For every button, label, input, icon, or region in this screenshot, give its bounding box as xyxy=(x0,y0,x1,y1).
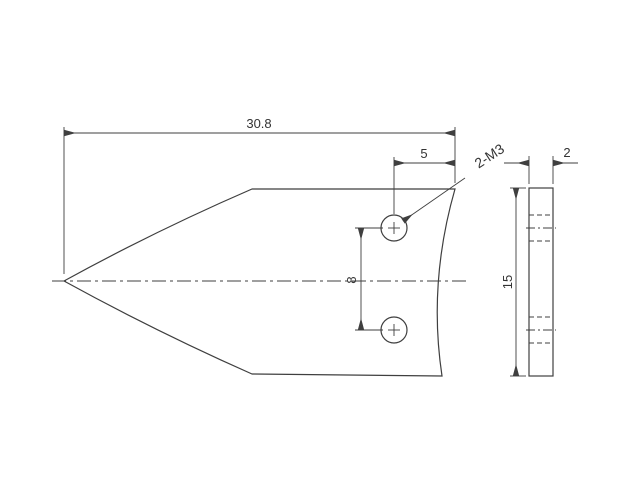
dim-5-label: 5 xyxy=(420,146,427,161)
dim-overall-width: 30.8 xyxy=(63,116,456,274)
front-view xyxy=(52,188,468,377)
dim-height: 15 xyxy=(500,187,526,377)
hole-top xyxy=(380,214,408,242)
dim-30-8-label: 30.8 xyxy=(246,116,271,131)
dim-hole-spacing: 8 xyxy=(344,227,383,331)
hole-bottom xyxy=(380,316,408,344)
dim-2-label: 2 xyxy=(563,145,570,160)
side-view-outline xyxy=(528,187,554,377)
blade-outline xyxy=(62,188,456,377)
callout-2m3-label: 2-M3 xyxy=(472,140,508,171)
dim-15-label: 15 xyxy=(500,275,515,289)
dim-hole-offset: 5 xyxy=(393,146,455,214)
callout-2m3-leader xyxy=(401,177,466,224)
side-view xyxy=(526,187,556,377)
dim-thickness: 2 xyxy=(504,145,578,184)
dim-8-label: 8 xyxy=(344,276,359,283)
